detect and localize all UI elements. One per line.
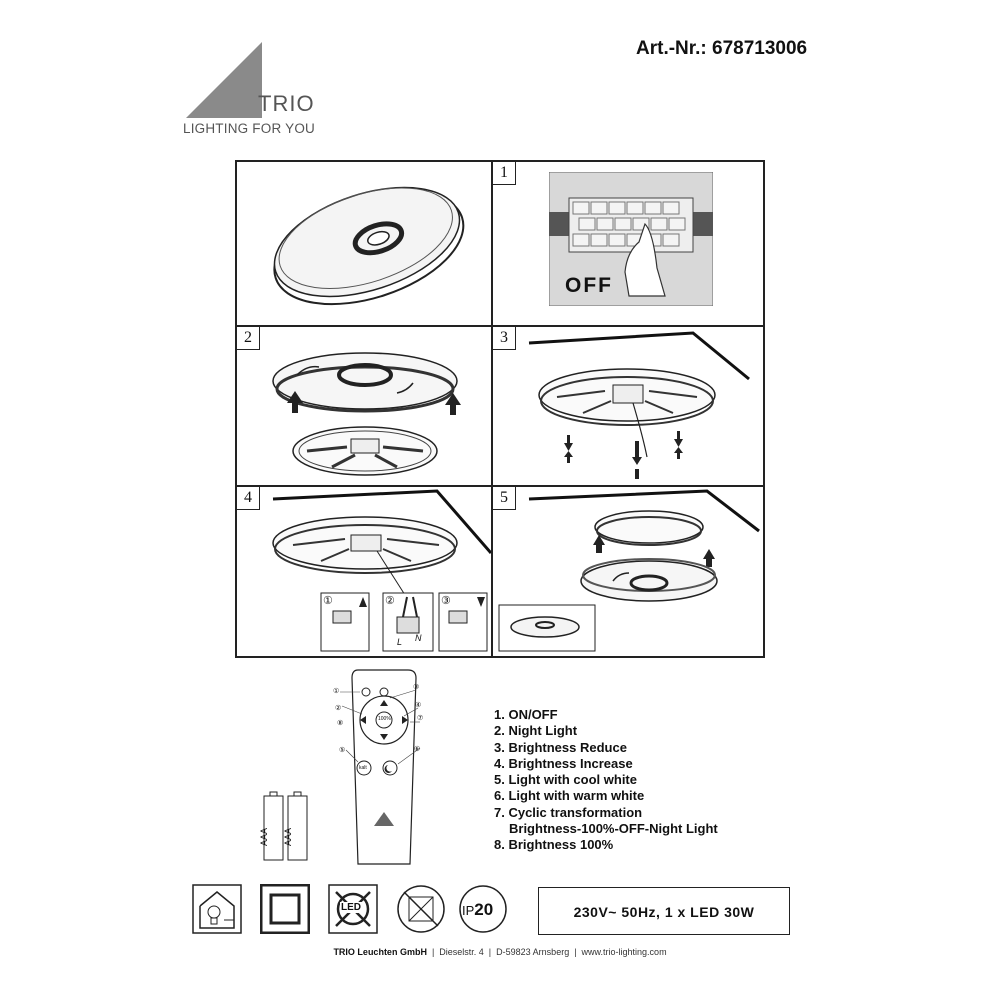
substep-3-label: ③ — [441, 595, 451, 607]
step-4-wiring: 4 ① ② ③ L N — [236, 486, 492, 657]
footer-company: TRIO Leuchten GmbH — [333, 947, 427, 957]
callout-6: ⑥ — [414, 746, 421, 753]
legend-item: 2. Night Light — [494, 723, 578, 739]
led-label: LED — [340, 902, 362, 913]
electrical-spec: 230V~ 50Hz, 1 x LED 30W — [538, 887, 790, 935]
protection-class-2-icon — [260, 884, 310, 934]
step-3-mount-base: 3 — [492, 326, 764, 486]
callout-3: ③ — [413, 684, 420, 691]
wire-n-label: N — [415, 633, 422, 643]
step-number: 3 — [493, 327, 516, 350]
ip-rating-label: IP20 — [462, 900, 493, 920]
product-view — [236, 161, 492, 326]
remote-center-label: 100% — [378, 716, 391, 722]
logo-tagline: LIGHTING FOR YOU — [183, 121, 315, 136]
step-number: 5 — [493, 487, 516, 510]
legend-item: 7. Cyclic transformation — [494, 804, 643, 820]
substep-2-label: ② — [385, 595, 395, 607]
footer-address: | Dieselstr. 4 | D-59823 Arnsberg | www.… — [426, 947, 667, 957]
callout-2: ② — [335, 705, 342, 712]
legend-item: 4. Brightness Increase — [494, 755, 633, 771]
battery-label-1: AAA — [259, 827, 270, 847]
footer: TRIO Leuchten GmbH | Dieselstr. 4 | D-59… — [0, 947, 1000, 957]
ceiling-lamp-icon — [273, 186, 465, 306]
no-insulation-cover-icon — [397, 885, 445, 933]
ip-value: 20 — [474, 900, 494, 919]
wire-l-label: L — [397, 637, 403, 647]
legend-item: 6. Light with warm white — [494, 788, 645, 804]
batteries-icon — [263, 791, 308, 861]
wiring-diagram-icon — [272, 489, 491, 652]
step-number: 2 — [237, 327, 260, 350]
logo-brand: TRIO — [258, 91, 315, 116]
step-2-remove-cover: 2 — [236, 326, 492, 486]
article-number: Art.-Nr.: 678713006 — [636, 38, 808, 59]
legend-item: 8. Brightness 100% — [494, 837, 614, 853]
instruction-grid: 1 OFF 2 — [235, 160, 765, 658]
wall-switch-icon — [549, 172, 713, 306]
off-label: OFF — [565, 274, 613, 297]
indoor-use-icon — [192, 884, 242, 934]
callout-8: ⑧ — [337, 720, 344, 727]
callout-5: ⑤ — [339, 747, 346, 754]
remote-cool-label: kalt — [359, 765, 367, 771]
remote-control-icon — [340, 669, 421, 865]
legend-item: 3. Brightness Reduce — [494, 739, 627, 755]
cover-removal-icon — [272, 352, 461, 476]
substep-1-label: ① — [323, 595, 333, 607]
cover-attach-icon — [498, 489, 760, 652]
step-1-switch-off: 1 OFF — [492, 161, 764, 326]
legend-item: 5. Light with cool white — [494, 772, 637, 788]
battery-label-2: AAA — [283, 827, 294, 847]
ip-rating-icon — [459, 885, 507, 933]
step-number: 1 — [493, 162, 516, 185]
remote-legend: 1. ON/OFF 2. Night Light 3. Brightness R… — [494, 707, 718, 854]
legend-item: Brightness-100%-OFF-Night Light — [509, 821, 718, 837]
legend-item: 1. ON/OFF — [494, 707, 558, 722]
callout-7: ⑦ — [417, 715, 424, 722]
ip-prefix: IP — [462, 903, 475, 918]
ceiling-mount-icon — [528, 331, 750, 479]
callout-4: ④ — [415, 702, 422, 709]
step-number: 4 — [237, 487, 260, 510]
trio-logo-triangle-icon — [186, 42, 262, 118]
callout-1: ① — [333, 688, 340, 695]
step-5-attach-cover: 5 — [492, 486, 764, 657]
